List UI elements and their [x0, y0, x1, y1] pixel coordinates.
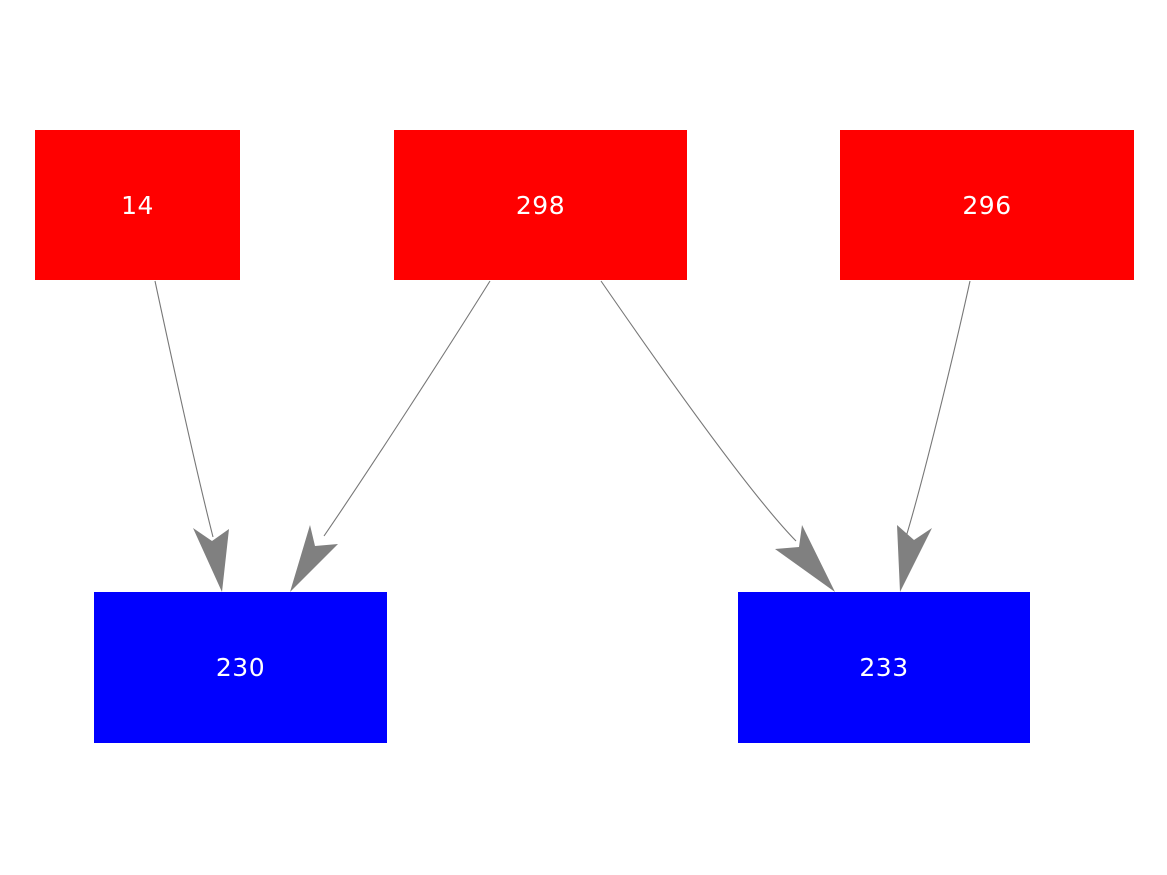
- edge-arrowhead-298-233: [775, 525, 835, 592]
- node-298[interactable]: 298: [394, 130, 687, 280]
- node-230[interactable]: 230: [94, 592, 387, 743]
- edge-group-298-230: [290, 280, 491, 592]
- edge-group-14-230: [154, 280, 229, 592]
- node-296[interactable]: 296: [840, 130, 1134, 280]
- edge-arrowhead-14-230: [193, 528, 229, 592]
- edge-line-298-233: [600, 280, 797, 542]
- edge-arrowhead-298-230: [290, 525, 338, 592]
- node-233[interactable]: 233: [738, 592, 1030, 743]
- node-14[interactable]: 14: [35, 130, 240, 280]
- edge-arrowhead-296-233: [897, 525, 932, 592]
- edge-group-296-233: [897, 280, 971, 592]
- node-label-230: 230: [215, 653, 266, 682]
- node-label-233: 233: [859, 653, 909, 682]
- node-label-14: 14: [121, 190, 154, 220]
- edge-line-298-230: [323, 280, 491, 537]
- edge-line-296-233: [905, 280, 971, 538]
- edge-line-14-230: [154, 280, 214, 538]
- node-label-298: 298: [515, 190, 566, 220]
- node-label-296: 296: [962, 190, 1012, 220]
- edge-group-298-233: [600, 280, 835, 592]
